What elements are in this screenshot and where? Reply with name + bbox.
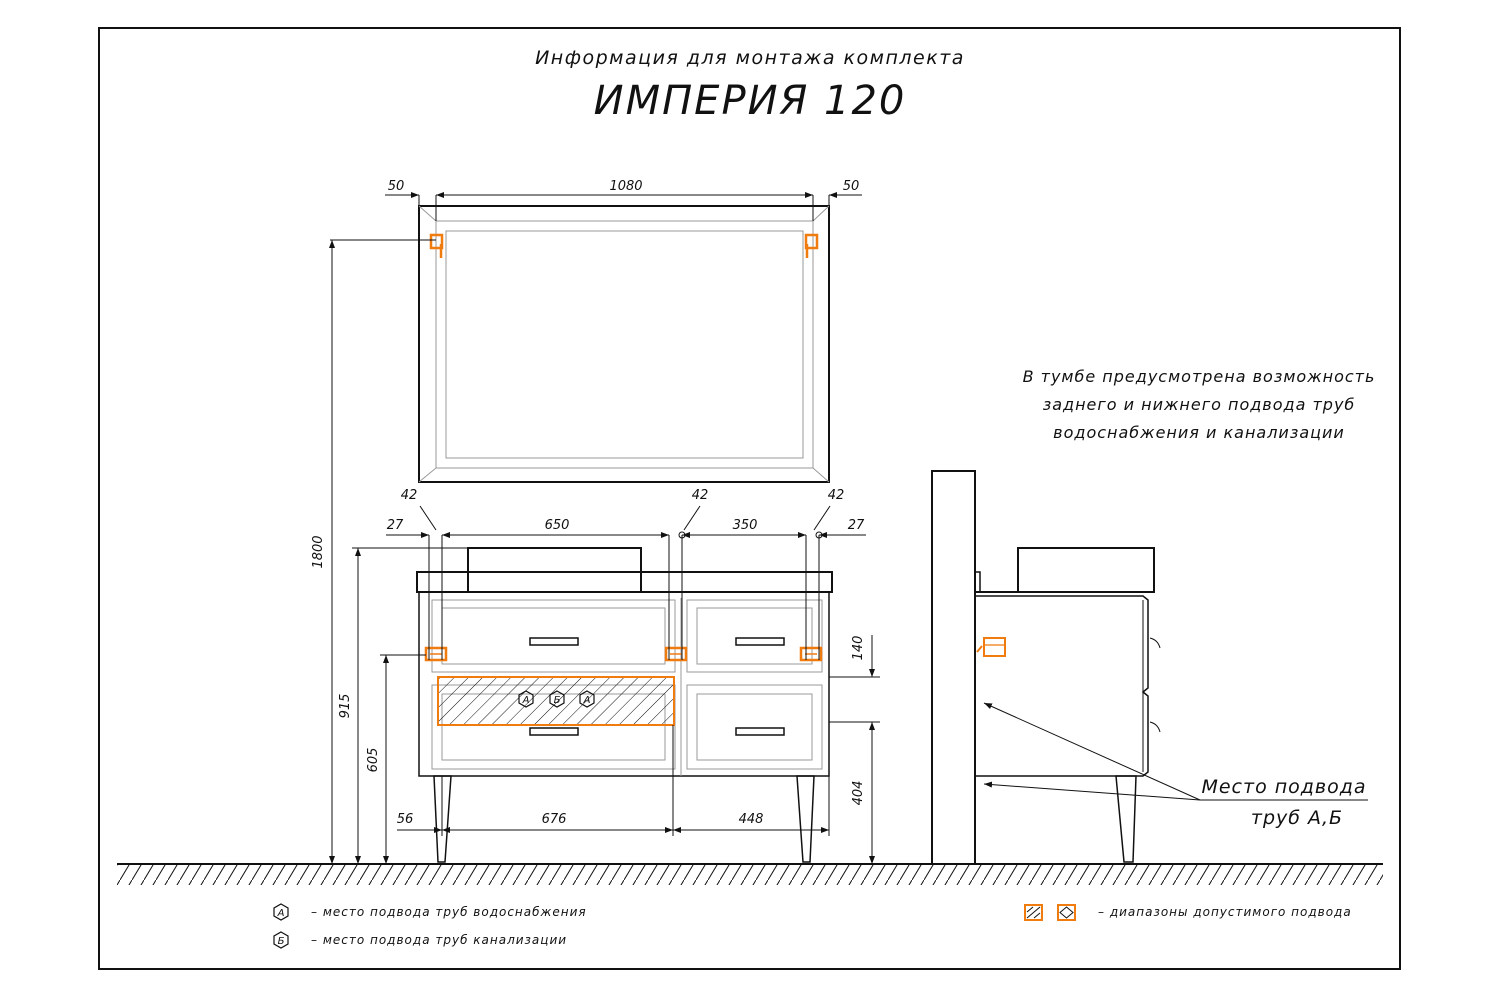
dim-42-right: 42: [828, 488, 845, 503]
vanity-bracket-mid: [664, 646, 688, 662]
svg-text:А: А: [277, 908, 285, 919]
legend-range-hatch: [1024, 904, 1043, 921]
dim-27-left: 27: [387, 518, 404, 533]
marker-sewer: Б: [549, 690, 565, 708]
marker-water-1: А: [518, 690, 534, 708]
dim-350: 350: [733, 518, 758, 533]
legend: А – место подвода труб водоснабжения Б –…: [273, 903, 1352, 949]
legend-water-label: – место подвода труб водоснабжения: [311, 905, 587, 919]
dim-42-mid: 42: [692, 488, 709, 503]
pipe-zone-front: [437, 676, 675, 726]
dim-mirror-left: 50: [388, 179, 405, 194]
basin-side: [1017, 547, 1155, 593]
mirror: [418, 205, 830, 483]
dim-650: 650: [545, 518, 570, 533]
callout-line-2: труб А,Б: [1251, 807, 1343, 829]
mirror-hanger-left: [429, 233, 444, 258]
vanity-top-dimensions: 42 42 42 27 650 350 27: [386, 488, 866, 660]
dim-27-right: 27: [848, 518, 865, 533]
wall-section: [931, 470, 976, 865]
mirror-top-dimensions: 50 1080 50: [385, 179, 862, 221]
vertical-dimensions-right: 140 404: [829, 635, 880, 864]
marker-water-2: А: [579, 690, 595, 708]
mirror-hanger-right: [804, 233, 819, 258]
legend-sewer-marker: Б: [273, 931, 289, 949]
dim-1800: 1800: [311, 535, 326, 568]
dim-mirror-width: 1080: [609, 179, 642, 194]
basin-front: [467, 547, 642, 593]
drawing-subtitle: Информация для монтажа комплекта: [535, 47, 965, 69]
dim-56: 56: [397, 812, 414, 827]
note-line-3: водоснабжения и канализации: [1053, 423, 1345, 442]
bottom-dimensions: 56 676 448: [397, 725, 830, 836]
drawing-title: ИМПЕРИЯ 120: [594, 78, 907, 124]
svg-text:Б: Б: [554, 695, 561, 706]
dim-676: 676: [542, 812, 567, 827]
vertical-dimensions-left: 1800 915 605: [311, 239, 468, 864]
installation-note: В тумбе предусмотрена возможность заднег…: [1023, 367, 1376, 442]
legend-water-marker: А: [273, 903, 289, 921]
vanity-bracket-left: [424, 646, 448, 662]
legend-range-cross: [1057, 904, 1076, 921]
legend-range-label: – диапазоны допустимого подвода: [1098, 905, 1352, 919]
svg-text:Б: Б: [278, 936, 285, 947]
dim-42-left: 42: [401, 488, 418, 503]
svg-text:А: А: [583, 695, 591, 706]
vanity-front: А Б А: [416, 547, 833, 863]
dim-mirror-right: 50: [843, 179, 860, 194]
sheet-frame: [98, 27, 1401, 970]
dim-605: 605: [366, 748, 381, 773]
note-line-1: В тумбе предусмотрена возможность: [1023, 367, 1376, 386]
dim-404: 404: [851, 781, 866, 806]
dim-448: 448: [739, 812, 764, 827]
dim-915: 915: [338, 694, 353, 719]
legend-sewer-label: – место подвода труб канализации: [311, 933, 567, 947]
note-line-2: заднего и нижнего подвода труб: [1043, 395, 1356, 414]
pipe-callout: Место подвода труб А,Б: [983, 702, 1368, 829]
dim-140: 140: [851, 636, 866, 661]
svg-text:А: А: [522, 695, 530, 706]
side-view: [931, 470, 1161, 865]
callout-line-1: Место подвода: [1201, 776, 1366, 798]
vanity-bracket-right: [799, 646, 823, 662]
floor: [117, 863, 1383, 885]
